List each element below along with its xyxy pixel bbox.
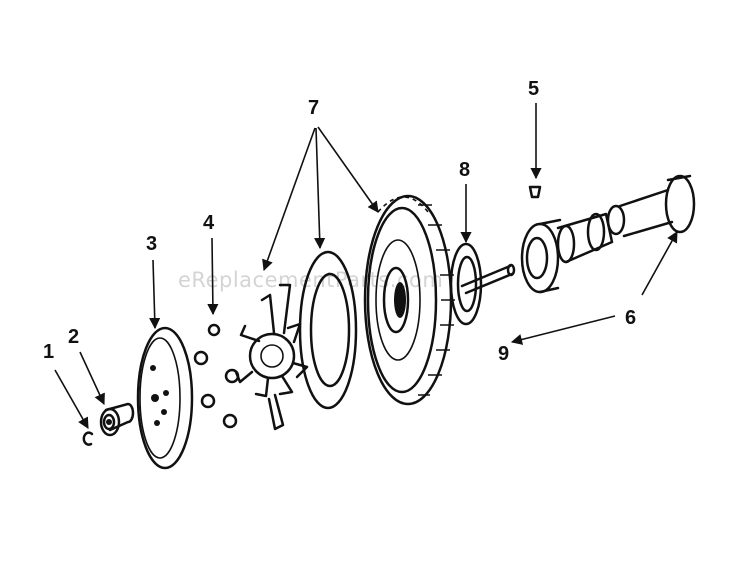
part-3-plate (136, 326, 194, 470)
part-1-clip (82, 431, 94, 446)
callout-4: 4 (203, 212, 215, 234)
callout-6: 6 (625, 307, 636, 329)
part-7-star-flyweight (234, 283, 309, 431)
leader-3 (149, 259, 161, 330)
part-9-pin (460, 263, 516, 295)
callout-8: 8 (459, 159, 470, 181)
part-2-bolt (99, 402, 135, 437)
part-4-balls (193, 323, 240, 429)
leader-7a (262, 127, 316, 272)
callout-1: 1 (43, 341, 54, 363)
callout-2: 2 (68, 326, 79, 348)
leader-1 (54, 369, 89, 429)
callout-3: 3 (146, 233, 157, 255)
leader-7b (314, 127, 326, 250)
callout-7: 7 (308, 97, 319, 119)
leader-2 (79, 351, 105, 406)
leader-4 (207, 237, 219, 316)
part-5-key (528, 185, 542, 199)
leader-9 (510, 315, 616, 345)
part-8-washer (449, 242, 483, 326)
leader-lines (54, 103, 678, 429)
part-6-camshaft (520, 174, 696, 294)
part-7-washer (298, 250, 358, 410)
leader-6 (641, 231, 678, 296)
part-7-gear (363, 194, 455, 406)
callout-5: 5 (528, 78, 539, 100)
leader-7c (317, 126, 379, 213)
callout-9: 9 (498, 343, 509, 365)
